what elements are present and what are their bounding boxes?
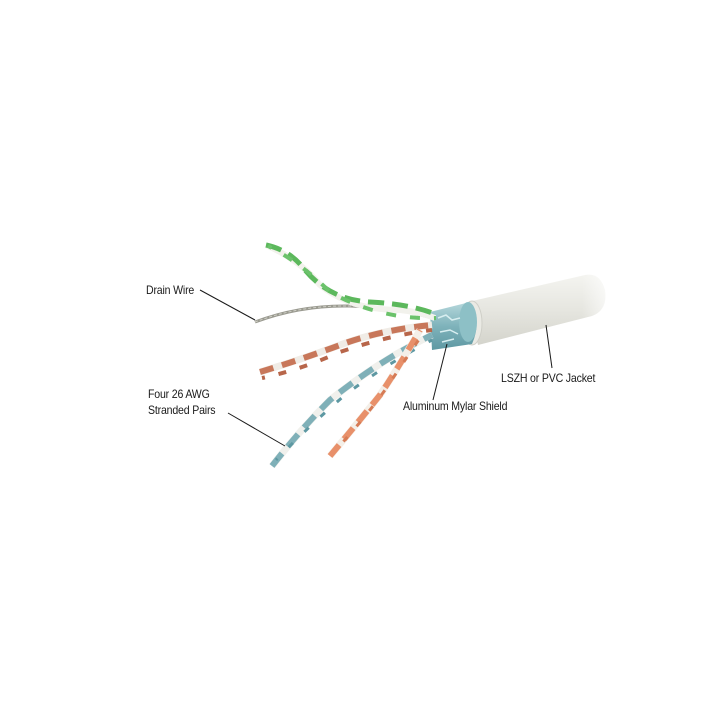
- leader-lines: [199, 289, 553, 447]
- shield: [430, 302, 477, 350]
- jacket-label: LSZH or PVC Jacket: [501, 371, 596, 385]
- orange-pair: [258, 321, 433, 380]
- drain-wire-label: Drain Wire: [146, 283, 195, 297]
- green-pair: [264, 242, 437, 321]
- drain-wire-leader: [199, 289, 256, 321]
- light-orange-pair: [327, 328, 426, 459]
- blue-pair: [269, 331, 434, 469]
- pairs-leader: [227, 412, 286, 447]
- jacket-leader: [545, 324, 553, 369]
- jacket: [461, 268, 620, 346]
- shield-leader: [432, 343, 448, 401]
- shield-label: Aluminum Mylar Shield: [403, 399, 508, 413]
- pairs-label-line1: Four 26 AWG: [148, 387, 210, 401]
- pairs-label-line2: Stranded Pairs: [148, 403, 216, 417]
